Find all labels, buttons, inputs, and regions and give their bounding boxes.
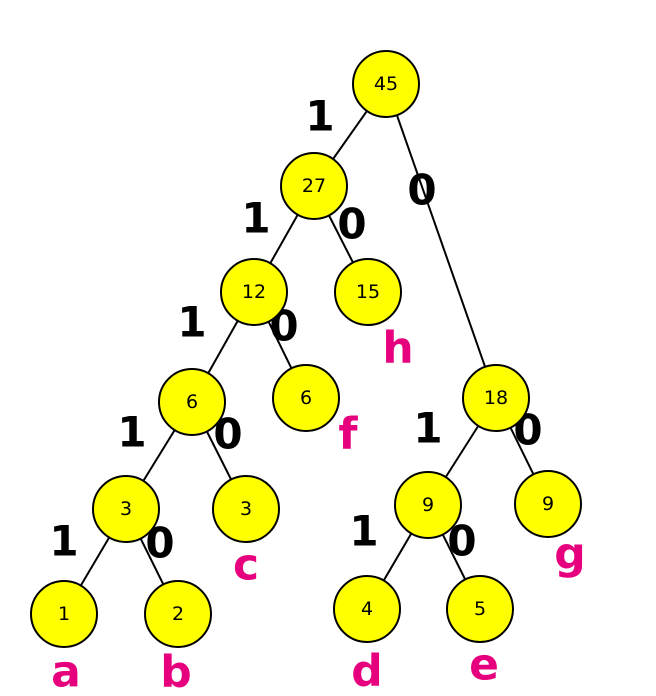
leaf-symbol-label: c bbox=[233, 540, 259, 591]
tree-node-n18: 18 bbox=[462, 364, 530, 432]
edge-bit-label: 0 bbox=[337, 200, 366, 249]
node-circle bbox=[212, 475, 280, 543]
tree-node-n2: 2 bbox=[144, 580, 212, 648]
edge-n45-n18 bbox=[385, 83, 497, 399]
leaf-symbol-label: f bbox=[338, 409, 358, 460]
node-value: 9 bbox=[542, 493, 554, 515]
node-value: 18 bbox=[484, 387, 508, 409]
tree-node-n9b: 9 bbox=[514, 470, 582, 538]
node-value: 45 bbox=[374, 73, 398, 95]
tree-node-n1: 1 bbox=[30, 580, 98, 648]
leaf-symbol-label: e bbox=[469, 640, 499, 691]
node-value: 3 bbox=[240, 498, 252, 520]
tree-node-n15: 15 bbox=[334, 258, 402, 326]
node-circle bbox=[394, 471, 462, 539]
node-circle bbox=[220, 258, 288, 326]
tree-node-n3b: 3 bbox=[212, 475, 280, 543]
node-circle bbox=[352, 50, 420, 118]
node-circle bbox=[462, 364, 530, 432]
node-circle bbox=[158, 368, 226, 436]
node-circle bbox=[446, 575, 514, 643]
node-circle bbox=[333, 575, 401, 643]
node-value: 1 bbox=[58, 603, 70, 625]
edge-bit-label: 1 bbox=[305, 92, 334, 141]
node-circle bbox=[144, 580, 212, 648]
node-value: 5 bbox=[474, 598, 486, 620]
leaf-symbol-label: h bbox=[382, 323, 413, 374]
tree-node-n4: 4 bbox=[333, 575, 401, 643]
tree-node-n6a: 6 bbox=[158, 368, 226, 436]
leaf-symbol-label: g bbox=[554, 529, 586, 580]
node-circle bbox=[280, 152, 348, 220]
node-value: 2 bbox=[172, 603, 184, 625]
tree-node-n9a: 9 bbox=[394, 471, 462, 539]
tree-node-n6b: 6 bbox=[272, 364, 340, 432]
node-value: 4 bbox=[361, 598, 373, 620]
leaf-symbol-label: d bbox=[351, 646, 383, 696]
tree-node-n12: 12 bbox=[220, 258, 288, 326]
node-value: 12 bbox=[242, 281, 266, 303]
node-value: 27 bbox=[302, 175, 326, 197]
edge-bit-label: 1 bbox=[241, 194, 270, 243]
node-circle bbox=[92, 475, 160, 543]
edge-bit-label: 1 bbox=[413, 404, 442, 453]
node-circle bbox=[334, 258, 402, 326]
tree-node-n45: 45 bbox=[352, 50, 420, 118]
edge-bit-label: 1 bbox=[117, 408, 146, 457]
edge-bit-label: 1 bbox=[177, 298, 206, 347]
tree-node-n27: 27 bbox=[280, 152, 348, 220]
leaf-labels-layer: a b c d e f g h bbox=[51, 323, 586, 696]
tree-node-n3a: 3 bbox=[92, 475, 160, 543]
edge-bit-label: 0 bbox=[407, 166, 436, 215]
node-value: 6 bbox=[186, 391, 198, 413]
node-value: 3 bbox=[120, 498, 132, 520]
tree-node-n5: 5 bbox=[446, 575, 514, 643]
edge-bit-label: 1 bbox=[49, 517, 78, 566]
leaf-symbol-label: b bbox=[160, 647, 192, 696]
node-value: 6 bbox=[300, 387, 312, 409]
node-value: 15 bbox=[356, 281, 380, 303]
node-circle bbox=[514, 470, 582, 538]
node-circle bbox=[272, 364, 340, 432]
node-value: 9 bbox=[422, 494, 434, 516]
edge-bit-label: 1 bbox=[349, 507, 378, 556]
leaf-symbol-label: a bbox=[51, 647, 81, 696]
node-circle bbox=[30, 580, 98, 648]
